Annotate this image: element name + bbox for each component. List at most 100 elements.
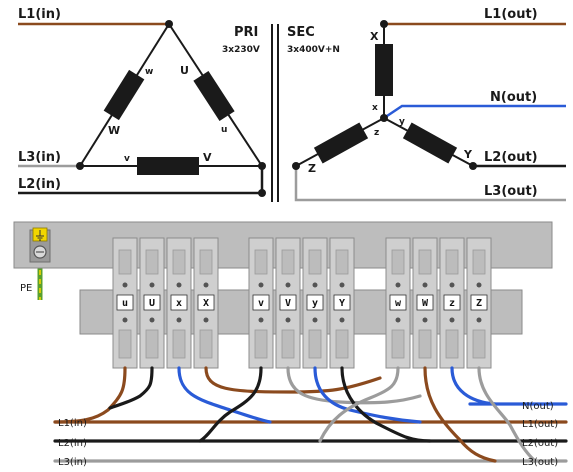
wire-x	[179, 368, 270, 422]
terminal-slot-top	[419, 250, 431, 274]
n-out-wire	[384, 106, 566, 118]
node-l2	[258, 189, 266, 197]
terminal-X[interactable]: X	[194, 238, 218, 368]
terminal-screw-bottom	[340, 318, 345, 323]
l1-out-label: L1(out)	[484, 7, 538, 22]
end-Y-big: Y	[463, 148, 473, 161]
terminal-slot-bottom	[446, 330, 458, 358]
terminal-screw-bottom	[177, 318, 182, 323]
terminal-screw-bottom	[259, 318, 264, 323]
winding-wW	[104, 70, 145, 120]
end-z-small: z	[374, 128, 379, 138]
terminal-slot-bottom	[200, 330, 212, 358]
l3-in-label: L3(in)	[18, 150, 61, 165]
terminal-marker-text: v	[258, 298, 264, 309]
terminal-screw-top	[259, 283, 264, 288]
terminal-screw-top	[150, 283, 155, 288]
terminal-screw-top	[313, 283, 318, 288]
terminal-V[interactable]: V	[276, 238, 300, 368]
wire-u	[55, 368, 125, 422]
bottom-l3-in-label: L3(in)	[58, 457, 87, 468]
terminal-u[interactable]: u	[113, 238, 137, 368]
n-out-label: N(out)	[490, 90, 537, 105]
terminal-marker-text: y	[312, 298, 318, 309]
terminal-y[interactable]: y	[303, 238, 327, 368]
terminal-slot-top	[392, 250, 404, 274]
pe-label: PE	[20, 283, 32, 294]
l2-out-label: L2(out)	[484, 150, 538, 165]
terminal-z[interactable]: z	[440, 238, 464, 368]
node-Y	[469, 162, 477, 170]
terminal-screw-top	[340, 283, 345, 288]
terminal-slot-top	[119, 250, 131, 274]
wire-W	[425, 368, 495, 461]
node-X	[380, 20, 388, 28]
node-Z	[292, 162, 300, 170]
terminal-marker-text: Z	[476, 298, 482, 309]
end-x-small: x	[372, 103, 378, 113]
secondary-star: SEC 3x400V+N L1(out) N(out) L2(out) L3(o…	[287, 7, 566, 200]
terminal-slot-top	[146, 250, 158, 274]
winding-zZ	[314, 123, 368, 164]
wire-w	[320, 368, 398, 441]
end-U-big: U	[180, 64, 189, 77]
end-X-big: X	[370, 30, 379, 43]
terminal-slot-top	[446, 250, 458, 274]
l3-out-label: L3(out)	[484, 184, 538, 199]
terminal-screw-top	[423, 283, 428, 288]
node-left	[76, 162, 84, 170]
terminal-screw-bottom	[477, 318, 482, 323]
terminal-marker-text: U	[149, 298, 155, 309]
pri-header: PRI	[234, 25, 258, 40]
terminal-slot-bottom	[146, 330, 158, 358]
terminal-block: PE u Ux Xv Vy YwWz Z	[14, 222, 552, 368]
terminal-U[interactable]: U	[140, 238, 164, 368]
bottom-wires	[55, 368, 566, 461]
terminal-screw-bottom	[313, 318, 318, 323]
terminal-w[interactable]: w	[386, 238, 410, 368]
winding-yY	[403, 123, 457, 164]
terminal-W[interactable]: W	[413, 238, 437, 368]
sec-voltage: 3x400V+N	[287, 45, 340, 55]
terminal-screw-top	[477, 283, 482, 288]
terminal-slot-top	[473, 250, 485, 274]
terminal-marker-text: V	[285, 298, 291, 309]
bottom-n-out-label: N(out)	[522, 401, 554, 412]
terminal-x[interactable]: x	[167, 238, 191, 368]
end-v-small: v	[124, 154, 130, 164]
terminal-slot-top	[255, 250, 267, 274]
terminal-slot-bottom	[392, 330, 404, 358]
bottom-l1-out-label: L1(out)	[522, 419, 558, 430]
primary-delta: L1(in) L3(in) L2(in) w U W u v V PRI 3x2…	[18, 7, 266, 197]
pri-voltage: 3x230V	[222, 45, 260, 55]
terminal-screw-bottom	[150, 318, 155, 323]
terminal-screw-bottom	[450, 318, 455, 323]
terminal-screw-top	[204, 283, 209, 288]
terminal-slot-bottom	[173, 330, 185, 358]
terminal-slot-bottom	[473, 330, 485, 358]
terminal-slot-bottom	[255, 330, 267, 358]
terminal-screw-bottom	[123, 318, 128, 323]
terminal-screw-bottom	[423, 318, 428, 323]
wire-y	[315, 368, 420, 422]
terminal-screw-bottom	[286, 318, 291, 323]
sec-header: SEC	[287, 25, 315, 40]
bottom-l3-out-label: L3(out)	[522, 457, 558, 468]
bottom-l2-out-label: L2(out)	[522, 438, 558, 449]
terminal-v[interactable]: v	[249, 238, 273, 368]
winding-Xx	[375, 44, 393, 96]
terminal-marker-text: x	[176, 298, 182, 309]
terminal-slot-bottom	[419, 330, 431, 358]
end-y-small: y	[399, 117, 405, 127]
terminal-Z[interactable]: Z	[467, 238, 491, 368]
terminal-marker-text: Y	[339, 298, 345, 309]
terminal-marker-text: w	[395, 298, 402, 309]
terminal-screw-top	[123, 283, 128, 288]
terminal-screw-top	[450, 283, 455, 288]
terminal-screw-top	[396, 283, 401, 288]
end-V-big: V	[203, 151, 212, 164]
end-W-big: W	[108, 124, 120, 137]
terminal-Y[interactable]: Y	[330, 238, 354, 368]
terminal-screw-bottom	[204, 318, 209, 323]
